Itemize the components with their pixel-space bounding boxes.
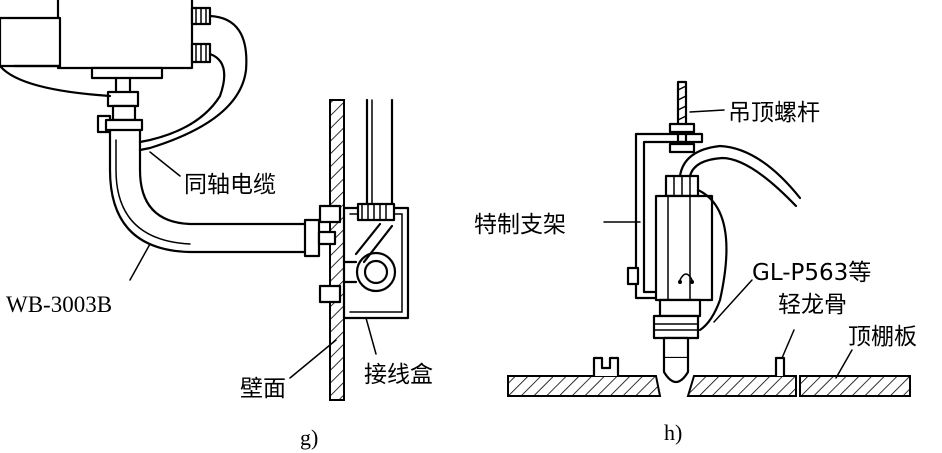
camera-lens-h: [662, 356, 690, 384]
camera-mount-plate: [90, 66, 164, 80]
camera-lens-g: [0, 16, 62, 68]
camera-body-g: [0, 0, 212, 80]
junction-box-g: [303, 202, 410, 320]
figure-g: 同轴电缆 WB-3003B 壁面 接线盒 g): [0, 0, 433, 450]
leader-rod: [689, 109, 725, 113]
leader-coax: [149, 151, 181, 177]
label-coax-cable: 同轴电缆: [184, 172, 276, 198]
label-ceiling-panel: 顶棚板: [848, 324, 917, 350]
label-ceiling-rod: 吊顶螺杆: [728, 100, 820, 126]
label-junction-box: 接线盒: [364, 362, 433, 388]
cables-h: [678, 144, 802, 332]
leader-keel-clip: [781, 329, 795, 359]
bracket-h: [626, 132, 704, 300]
curved-arm: [108, 128, 307, 254]
leader-panel: [835, 349, 853, 379]
leader-wall: [289, 339, 337, 379]
caption-g: g): [300, 425, 318, 450]
camera-body-h: [652, 174, 714, 384]
swivel-joint: [96, 76, 144, 134]
leader-keel: [713, 279, 753, 323]
ceiling-panels: [507, 356, 911, 397]
label-keel-line2: 轻龙骨: [778, 292, 847, 318]
caption-h: h): [664, 420, 682, 445]
label-bracket: 特制支架: [474, 212, 566, 238]
label-keel-line1: GL-P563等: [752, 260, 871, 286]
leader-model: [129, 243, 151, 281]
label-model: WB-3003B: [6, 292, 112, 317]
coax-cable-g: [0, 14, 248, 152]
ceiling-rod: [668, 80, 696, 154]
leader-junction: [365, 317, 377, 355]
figure-h: 吊顶螺杆 特制支架 GL-P563等 轻龙骨 顶棚板 h): [474, 80, 917, 445]
label-wall: 壁面: [240, 376, 286, 402]
